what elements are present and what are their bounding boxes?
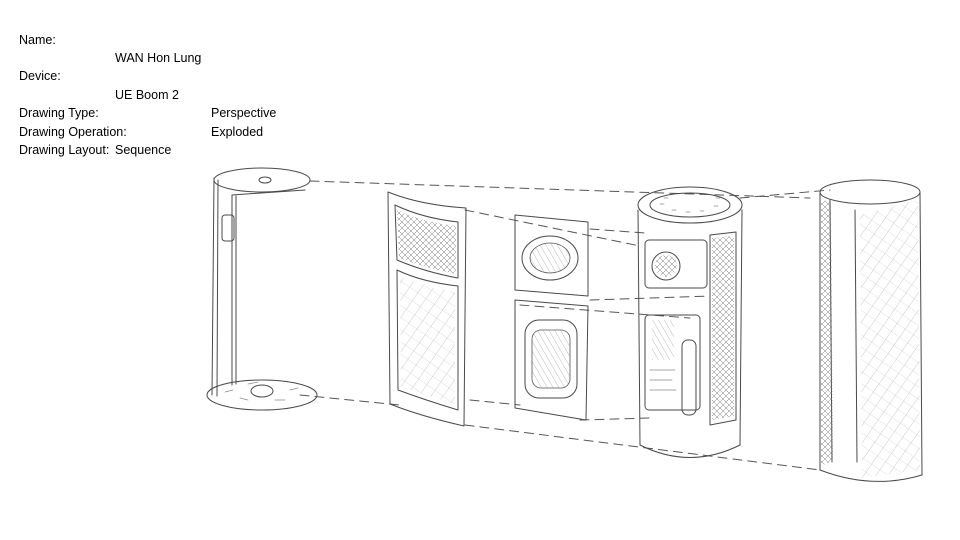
core-unit (637, 186, 743, 458)
device-label: Device: (19, 69, 61, 83)
explode-guide-lines (299, 180, 831, 471)
driver-module (514, 214, 589, 421)
drawing-type-label: Drawing Type: (19, 106, 99, 120)
name-value: WAN Hon Lung (115, 51, 202, 65)
drawing-operation-label: Drawing Operation: (19, 125, 127, 139)
end-cap-frame (206, 167, 318, 411)
drawing-type-value: Perspective (211, 106, 277, 120)
grille-panel (387, 191, 467, 427)
drawing-layout-value: Sequence (115, 143, 172, 157)
outer-sleeve (819, 179, 923, 482)
drawing-operation-value: Exploded (211, 125, 264, 139)
device-value: UE Boom 2 (115, 88, 179, 102)
drawing-layout-label: Drawing Layout: (19, 143, 110, 157)
name-label: Name: (19, 33, 56, 47)
